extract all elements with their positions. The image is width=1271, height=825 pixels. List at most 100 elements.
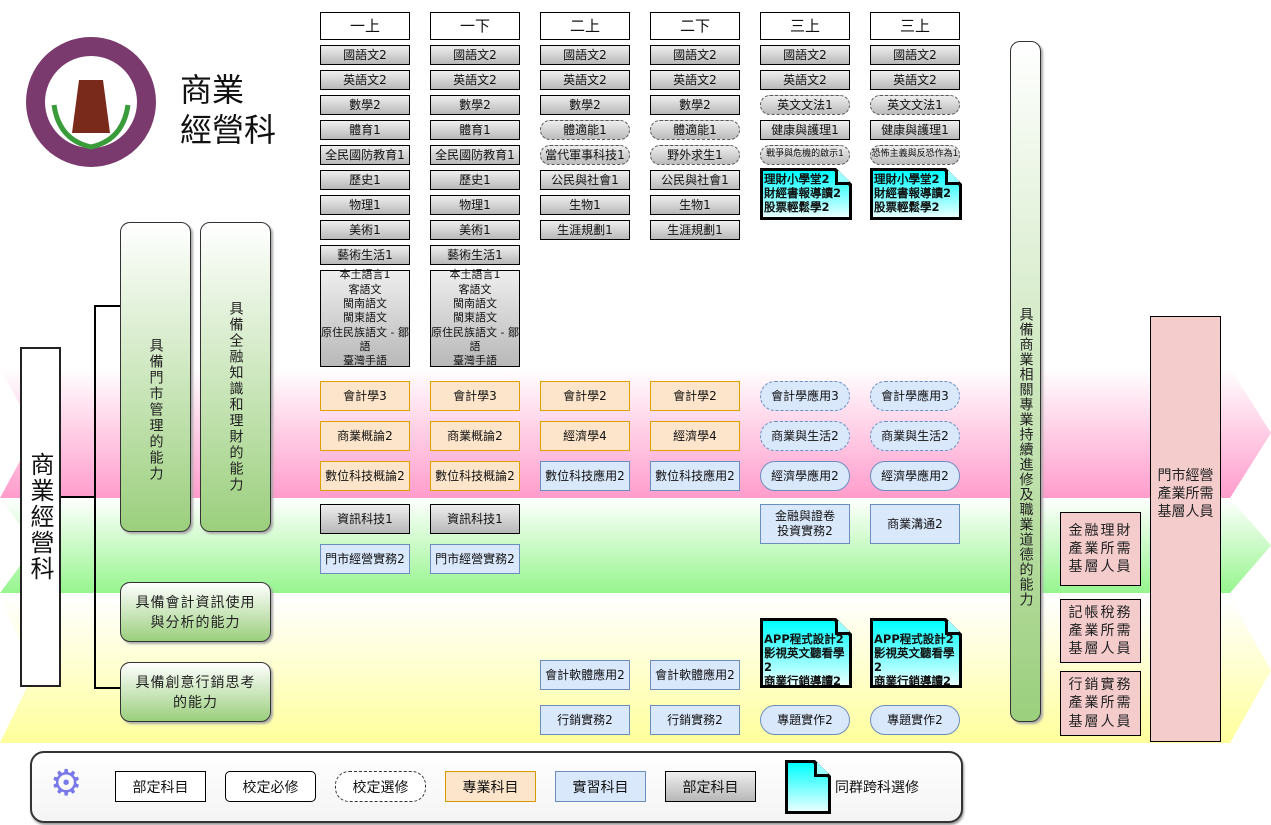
cross-elective-note: 理財小學堂2 財經書報導讀2 股票輕鬆學2 — [760, 168, 852, 220]
course-practice: 數位科技應用2 — [650, 461, 740, 491]
legend-practice: 實習科目 — [555, 771, 646, 802]
course-dept: 資訊科技1 — [430, 504, 520, 534]
course-dept: 英語文2 — [650, 70, 740, 90]
course-dept: 歷史1 — [320, 170, 410, 190]
semester-header: 二下 — [650, 12, 740, 40]
course-dept: 物理1 — [430, 195, 520, 215]
course-dept: 藝術生活1 — [320, 245, 410, 265]
course-elective: 野外求生1 — [650, 145, 740, 165]
course-practice: 行銷實務2 — [540, 705, 630, 735]
career-finance: 金融理財 產業所需 基層人員 — [1060, 512, 1141, 586]
course-pd: 會計學應用3 — [870, 381, 960, 411]
course-practice: 門市經營實務2 — [320, 544, 410, 574]
course-pro: 經濟學4 — [540, 421, 630, 451]
course-dept: 生涯規劃1 — [650, 220, 740, 240]
course-elective: 戰爭與危機的啟示1 — [760, 145, 850, 165]
course-practice: 會計軟體應用2 — [540, 660, 630, 690]
course-dept: 物理1 — [320, 195, 410, 215]
course-pro: 商業概論2 — [320, 421, 410, 451]
course-pp: 專題實作2 — [870, 705, 960, 735]
title-line1: 商業 — [180, 71, 245, 109]
course-label: APP程式設計2 影視英文聽看學2 商業行銷導讀2 — [763, 621, 849, 685]
fold-corner-icon — [835, 171, 849, 185]
career-marketing: 行銷實務 產業所需 基層人員 — [1060, 671, 1141, 736]
course-dept: 健康與護理1 — [760, 120, 850, 140]
semester-header: 一下 — [430, 12, 520, 40]
course-dept: 體育1 — [430, 120, 520, 140]
department-box: 商業經營科 — [20, 347, 61, 687]
legend-cross: 同群跨科選修 — [835, 779, 919, 796]
semester-header: 一上 — [320, 12, 410, 40]
course-dept: 健康與護理1 — [870, 120, 960, 140]
cross-elective-note: APP程式設計2 影視英文聽看學2 商業行銷導讀2 — [870, 618, 962, 688]
course-dept: 國語文2 — [430, 45, 520, 65]
course-dept: 國語文2 — [760, 45, 850, 65]
course-pro: 商業概論2 — [430, 421, 520, 451]
course-dept: 英語文2 — [540, 70, 630, 90]
connector — [61, 496, 95, 498]
course-dept: 英語文2 — [430, 70, 520, 90]
course-practice: 行銷實務2 — [650, 705, 740, 735]
ability-lifelong: 具備商業相關專業持續進修及職業道德的能力 — [1010, 41, 1041, 722]
course-dept: 美術1 — [430, 220, 520, 240]
course-dept: 英語文2 — [760, 70, 850, 90]
course-label: 理財小學堂2 財經書報導讀2 股票輕鬆學2 — [873, 171, 959, 217]
course-pp: 專題實作2 — [760, 705, 850, 735]
ability-marketing: 具備創意行銷思考的能力 — [120, 662, 271, 722]
legend-note-icon — [785, 760, 831, 814]
course-pro: 經濟學4 — [650, 421, 740, 451]
course-pd: 商業與生活2 — [870, 421, 960, 451]
course-dept: 數學2 — [540, 95, 630, 115]
connector — [94, 305, 120, 307]
legend-dept: 部定科目 — [115, 771, 206, 802]
course-pro: 數位科技概論2 — [430, 461, 520, 491]
course-elective: 體適能1 — [650, 120, 740, 140]
course-dept: 數學2 — [430, 95, 520, 115]
course-dept: 數學2 — [650, 95, 740, 115]
course-dept: 藝術生活1 — [430, 245, 520, 265]
legend-school-elective: 校定選修 — [335, 771, 426, 802]
course-practice: 金融與證卷 投資實務2 — [760, 504, 850, 544]
cross-elective-note: 理財小學堂2 財經書報導讀2 股票輕鬆學2 — [870, 168, 962, 220]
course-dept: 國語文2 — [650, 45, 740, 65]
semester-header: 三上 — [870, 12, 960, 40]
course-dept: 英語文2 — [870, 70, 960, 90]
course-practice: 門市經營實務2 — [430, 544, 520, 574]
course-pro: 會計學2 — [650, 381, 740, 411]
semester-header: 二上 — [540, 12, 630, 40]
course-dept: 資訊科技1 — [320, 504, 410, 534]
course-label: 理財小學堂2 財經書報導讀2 股票輕鬆學2 — [763, 171, 849, 217]
course-dept: 國語文2 — [320, 45, 410, 65]
school-logo — [24, 35, 158, 169]
course-dept: 生物1 — [540, 195, 630, 215]
course-pro: 會計學3 — [320, 381, 410, 411]
fold-corner-icon — [945, 171, 959, 185]
course-elective: 體適能1 — [540, 120, 630, 140]
course-elective: 英文文法1 — [760, 95, 850, 115]
course-dept: 歷史1 — [430, 170, 520, 190]
course-dept: 本土語言1 客語文 閩南語文 閩東語文 原住民族語文 - 鄒語 臺灣手語 — [430, 268, 520, 368]
course-dept: 體育1 — [320, 120, 410, 140]
course-pd: 會計學應用3 — [760, 381, 850, 411]
course-pp: 經濟學應用2 — [760, 461, 850, 491]
course-practice: 商業溝通2 — [870, 504, 960, 544]
course-dept: 美術1 — [320, 220, 410, 240]
course-dept: 公民與社會1 — [650, 170, 740, 190]
cross-elective-note: APP程式設計2 影視英文聽看學2 商業行銷導讀2 — [760, 618, 852, 688]
legend-school-required: 校定必修 — [225, 771, 316, 802]
ability-finance: 具備全融知識和理財的能力 — [200, 222, 271, 532]
course-dept: 本土語言1 客語文 閩南語文 閩東語文 原住民族語文 - 鄒語 臺灣手語 — [320, 268, 410, 368]
course-dept: 全民國防教育1 — [320, 145, 410, 165]
course-pro: 會計學3 — [430, 381, 520, 411]
course-dept: 數學2 — [320, 95, 410, 115]
course-dept: 國語文2 — [870, 45, 960, 65]
legend-pro: 專業科目 — [445, 771, 536, 802]
course-dept: 生涯規劃1 — [540, 220, 630, 240]
connector — [94, 687, 120, 689]
course-practice: 會計軟體應用2 — [650, 660, 740, 690]
course-pd: 商業與生活2 — [760, 421, 850, 451]
course-elective: 當代軍事科技1 — [540, 145, 630, 165]
course-dept: 全民國防教育1 — [430, 145, 520, 165]
career-tax: 記帳稅務 產業所需 基層人員 — [1060, 599, 1141, 663]
course-pro: 數位科技概論2 — [320, 461, 410, 491]
